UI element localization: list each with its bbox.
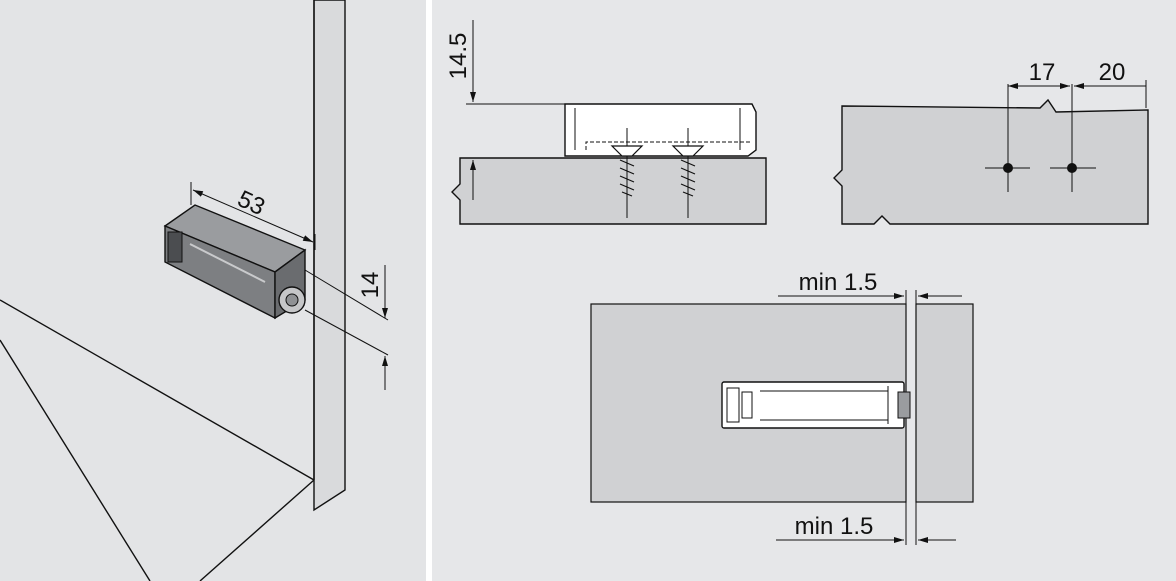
dim-label-spacing-1: 17	[1029, 59, 1056, 86]
orthographic-views-panel: 14.5 17 20	[432, 0, 1176, 581]
device-side-view	[564, 103, 757, 157]
shelf-back-edge	[0, 299, 315, 481]
dim-label-width: 14	[357, 272, 384, 299]
door-panel	[915, 303, 974, 503]
damper-device-plan	[721, 381, 911, 429]
dim-line-length	[192, 189, 314, 243]
screw-right	[671, 128, 705, 218]
panel-separator	[426, 0, 432, 581]
board-top-view	[833, 98, 1149, 225]
perspective-view-panel: 53 14	[0, 0, 426, 581]
drill-hole-1	[1003, 163, 1013, 173]
dim-label-spacing-2: 20	[1099, 59, 1126, 86]
damper-device-perspective	[163, 204, 307, 320]
screw-left	[610, 128, 644, 218]
dim-label-gap-bottom: min 1.5	[795, 513, 874, 540]
side-view: 14.5	[445, 20, 767, 225]
left-panel-background	[0, 0, 426, 581]
plan-view: min 1.5 min 1.5	[590, 269, 974, 545]
drill-hole-2	[1067, 163, 1077, 173]
dim-label-gap-top: min 1.5	[799, 269, 878, 296]
shelf-front-edge	[199, 479, 315, 581]
cabinet-side-wall	[313, 0, 346, 512]
board-side-view	[451, 157, 767, 225]
dim-label-height: 14.5	[445, 33, 472, 80]
hole-pattern-view: 17 20	[833, 59, 1149, 225]
shelf-left-edge	[0, 339, 151, 581]
